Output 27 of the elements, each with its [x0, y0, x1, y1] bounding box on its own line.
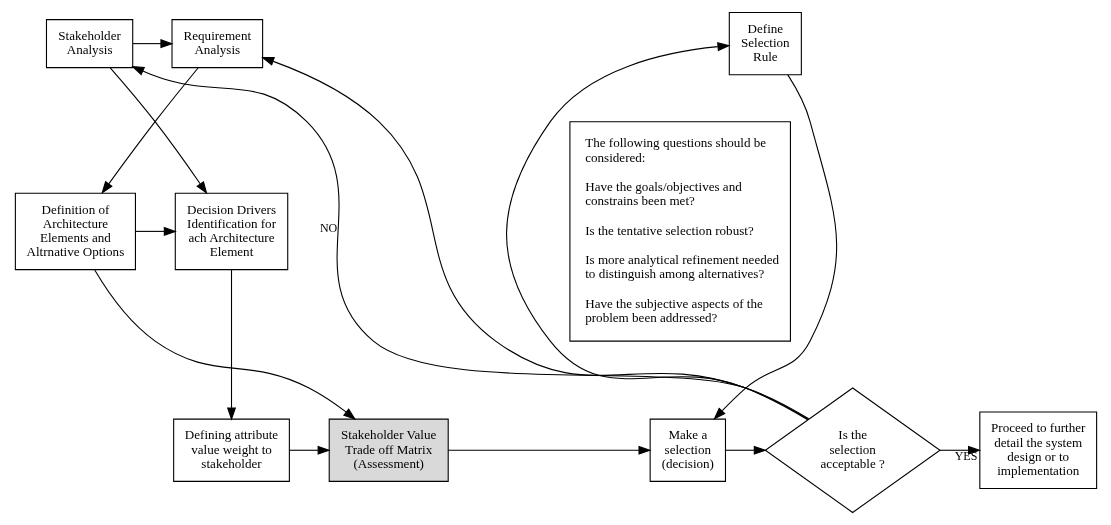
node-box: The following questions should be considered: Have the goals/objectives and constrains been met? Is the tentative selection robust? Is more analytical refinement needed to distinguish among alternatives? Have the subjective aspects of the problem been addressed?: [568, 121, 791, 342]
arrow: [938, 445, 981, 455]
arrow: [712, 74, 837, 421]
arrow: [226, 269, 236, 421]
edge-label: YES: [954, 448, 977, 463]
arrow: [260, 57, 809, 421]
arrow: [724, 445, 767, 455]
arrow: [447, 445, 652, 455]
node-box: Proceed to further detail the system design or to implementation: [978, 411, 1097, 489]
arrow: [109, 67, 207, 195]
node-box: Define Selection Rule: [728, 11, 802, 76]
node-box: Make a selection (decision): [649, 418, 726, 482]
arrow: [130, 65, 809, 420]
edge-label: NO: [319, 221, 337, 236]
arrow: [93, 269, 356, 420]
node-diamond: Is the selection acceptable ?: [763, 387, 941, 514]
node-box: Decision Drivers Identification for ach Architecture Element: [174, 192, 288, 271]
arrow: [505, 42, 808, 421]
arrow: [134, 226, 177, 236]
node-box: Defining attribute value weight to stakeholder: [172, 418, 290, 482]
node-box: Stakeholder Analysis: [45, 19, 133, 69]
arrow: [100, 67, 199, 195]
node-box: Definition of Architecture Elements and Altrnative Options: [14, 192, 136, 271]
node-box: Stakeholder Value Trade off Matrix (Assessment): [328, 418, 449, 482]
arrow: [288, 445, 331, 455]
arrow: [131, 39, 173, 49]
node-box: Requirement Analysis: [170, 19, 263, 69]
